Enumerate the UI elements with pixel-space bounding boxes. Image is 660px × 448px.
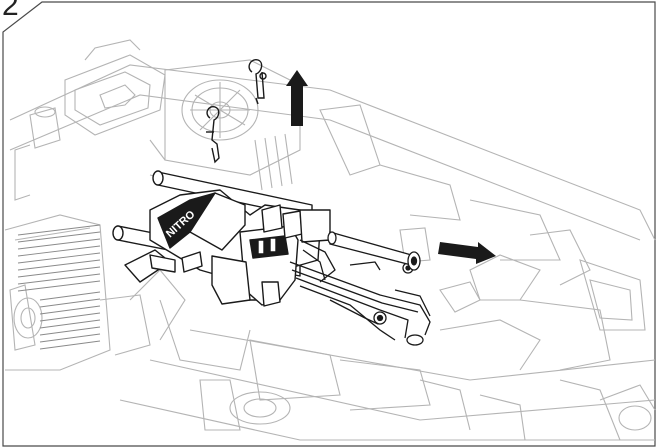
body-clip-icon	[206, 59, 267, 164]
arrow-right-icon	[438, 242, 496, 264]
linkage	[289, 239, 431, 346]
retaining-pin	[327, 231, 421, 271]
motor-fins	[17, 224, 101, 350]
step-number: 2	[2, 0, 19, 22]
arrow-up-icon	[286, 70, 308, 126]
tank-assembly	[112, 170, 331, 307]
